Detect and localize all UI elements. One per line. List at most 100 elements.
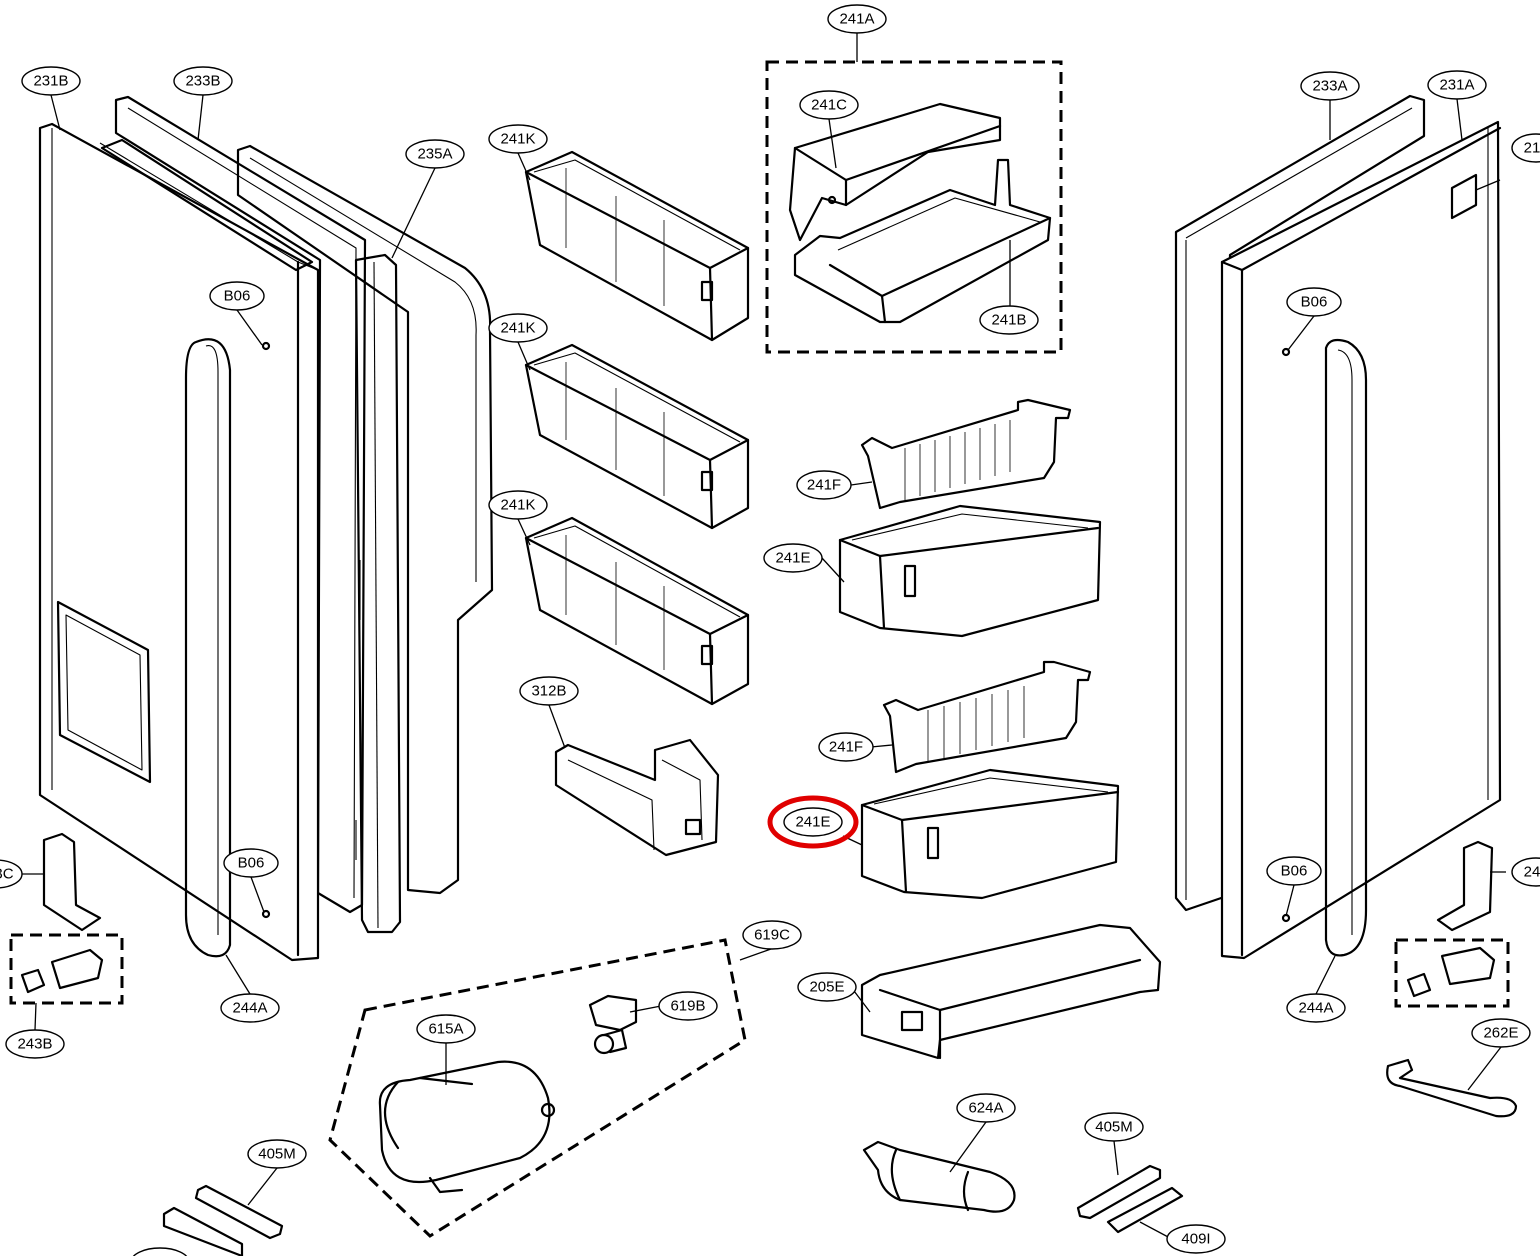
bracket-312B <box>554 738 720 857</box>
callout-235A: 235A <box>405 139 465 169</box>
callout-615A: 615A <box>416 1014 476 1044</box>
callout-21-label: 21 <box>1524 140 1540 157</box>
bin-divider-241F-2 <box>882 660 1092 774</box>
callout-262E: 262E <box>1471 1018 1531 1048</box>
callout-233B-label: 233B <box>185 73 220 90</box>
bin-divider-241F-1 <box>860 398 1072 510</box>
callout-231B: 231B <box>21 66 81 96</box>
callout-244A-1: 244A <box>220 993 280 1023</box>
callout-233A-label: 233A <box>1312 78 1347 95</box>
callout-partial-bottom-left <box>132 1247 188 1256</box>
bin-241B <box>793 158 1052 324</box>
callout-241E-2-label: 241E <box>795 814 830 831</box>
callout-241K-2: 241K <box>488 313 548 343</box>
callout-241E-1-label: 241E <box>775 550 810 567</box>
callout-312B: 312B <box>519 676 579 706</box>
callout-241A-label: 241A <box>839 11 874 28</box>
callout-B06-4-label: B06 <box>1281 863 1308 880</box>
callout-241B: 241B <box>979 305 1039 335</box>
wrench-262E <box>1386 1058 1518 1118</box>
callout-405M-2: 405M <box>1084 1112 1144 1142</box>
water-valve-619B <box>588 994 638 1055</box>
callout-619B: 619B <box>658 991 718 1021</box>
strip-405M-left <box>162 1184 284 1256</box>
callout-244A-1-label: 244A <box>232 1000 267 1017</box>
callout-241C-label: 241C <box>811 97 847 114</box>
callout-405M-1-label: 405M <box>258 1146 296 1163</box>
bin-205E <box>860 923 1162 1060</box>
callout-241K-3-label: 241K <box>500 497 535 514</box>
callout-205E: 205E <box>797 972 857 1002</box>
callout-619C-label: 619C <box>754 927 790 944</box>
callout-231A: 231A <box>1427 70 1487 100</box>
callout-235A-label: 235A <box>417 146 452 163</box>
callout-24-partial: 24 <box>1511 857 1540 887</box>
right-door-assembly <box>1174 94 1502 960</box>
group-241A-dashed-box <box>765 60 1063 354</box>
callout-244A-2: 244A <box>1286 993 1346 1023</box>
strip-405M-right <box>1076 1164 1184 1234</box>
callout-233A: 233A <box>1300 71 1360 101</box>
bin-241E-1 <box>838 504 1102 638</box>
left-door-dispenser-window <box>56 600 152 784</box>
callout-21-partial: 21 <box>1511 133 1540 163</box>
callout-205E-label: 205E <box>809 979 844 996</box>
highlight-ring <box>767 795 859 849</box>
callout-405M-2-label: 405M <box>1095 1119 1133 1136</box>
door-bin-241K-1 <box>524 150 750 342</box>
left-door-gasket <box>114 95 367 914</box>
bin-241E-2-highlighted <box>860 768 1120 900</box>
callout-241K-2-label: 241K <box>500 320 535 337</box>
callout-B06-1-label: B06 <box>224 288 251 305</box>
callout-244A-2-label: 244A <box>1298 1000 1333 1017</box>
bin-cover-241C <box>788 102 1002 242</box>
right-door-panel <box>1220 120 1502 960</box>
water-filter-624A <box>862 1140 1016 1213</box>
left-hinge-bracket <box>9 832 124 1005</box>
callout-B06-3: B06 <box>1286 287 1342 317</box>
callout-262E-label: 262E <box>1483 1025 1518 1042</box>
callout-B06-2-label: B06 <box>238 855 265 872</box>
left-door-handle <box>184 338 232 958</box>
callout-409I: 409I <box>1166 1224 1226 1254</box>
callout-241B-label: 241B <box>991 312 1026 329</box>
callout-241C: 241C <box>799 90 859 120</box>
callout-615A-label: 615A <box>428 1021 463 1038</box>
callout-233B: 233B <box>173 66 233 96</box>
callout-24-label: 24 <box>1524 864 1540 881</box>
left-door-hinge-bar <box>354 253 402 934</box>
callout-B06-1: B06 <box>209 281 265 311</box>
callout-241E-2-highlighted: 241E <box>767 795 859 849</box>
callout-241K-1-label: 241K <box>500 131 535 148</box>
left-door-inner-liner <box>236 144 494 895</box>
door-bin-241K-2 <box>524 343 750 530</box>
right-door-gasket <box>1174 94 1426 912</box>
group-619C-dashed-outline <box>328 938 747 1238</box>
filter-housing-615A <box>378 1060 556 1194</box>
callout-405M-1: 405M <box>247 1139 307 1169</box>
callout-619C: 619C <box>742 920 802 950</box>
door-bin-241K-3 <box>524 516 750 706</box>
callout-241F-1-label: 241F <box>807 477 841 494</box>
right-door-handle <box>1324 338 1368 957</box>
callout-624A-label: 624A <box>968 1100 1003 1117</box>
callout-231B-label: 231B <box>33 73 68 90</box>
callout-241F-2: 241F <box>818 732 874 762</box>
callout-241A: 241A <box>827 4 887 34</box>
callout-243B-label: 243B <box>17 1036 52 1053</box>
callout-231A-label: 231A <box>1439 77 1474 94</box>
callout-241K-3: 241K <box>488 490 548 520</box>
callout-B06-3-label: B06 <box>1301 294 1328 311</box>
right-hinge-bracket <box>1394 840 1510 1008</box>
callout-B06-2: B06 <box>223 848 279 878</box>
callout-3C-label: 3C <box>0 866 14 883</box>
callout-241F-1: 241F <box>796 470 852 500</box>
callout-3C: 3C <box>0 859 23 889</box>
callout-624A: 624A <box>956 1093 1016 1123</box>
callout-241F-2-label: 241F <box>829 739 863 756</box>
callout-241K-1: 241K <box>488 124 548 154</box>
callout-619B-label: 619B <box>670 998 705 1015</box>
left-door-panel <box>38 122 320 962</box>
callout-241E-1: 241E <box>763 543 823 573</box>
